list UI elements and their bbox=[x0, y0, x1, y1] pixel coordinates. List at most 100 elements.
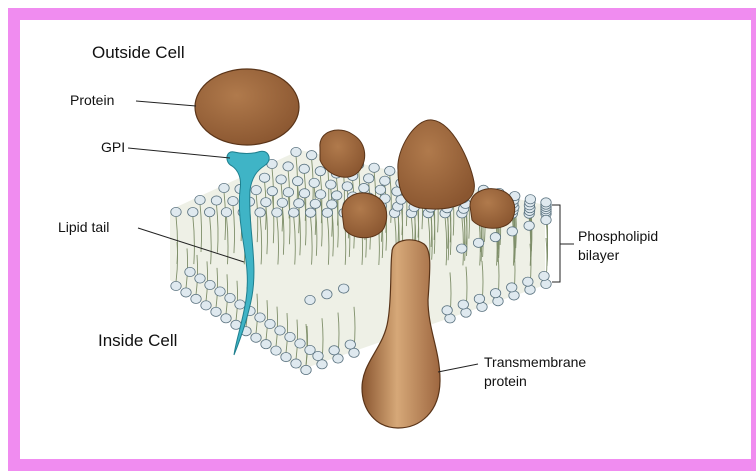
lipid-head bbox=[525, 195, 535, 204]
protein-blob-mid bbox=[342, 193, 387, 238]
lipid-head bbox=[265, 319, 275, 328]
outside-cell-label: Outside Cell bbox=[92, 44, 185, 63]
lipid-head bbox=[305, 208, 315, 217]
lipid-head bbox=[195, 195, 205, 204]
lipid-head bbox=[375, 185, 385, 194]
lipid-head bbox=[317, 360, 327, 369]
lipid-head bbox=[188, 207, 198, 216]
lipid-head bbox=[309, 178, 319, 187]
lipid-head bbox=[507, 283, 517, 292]
lipid-head bbox=[221, 208, 231, 217]
lipid-head bbox=[539, 271, 549, 280]
lipid-head bbox=[275, 326, 285, 335]
lipid-head bbox=[285, 332, 295, 341]
lipid-head bbox=[349, 348, 359, 357]
lipid-head bbox=[490, 233, 500, 242]
lipid-head bbox=[457, 244, 467, 253]
lipid-head bbox=[271, 346, 281, 355]
lipid-head bbox=[345, 340, 355, 349]
phospholipid-label: Phospholipid bbox=[578, 229, 658, 244]
lipid-head bbox=[333, 354, 343, 363]
lipid-head bbox=[507, 227, 517, 236]
lipid-head bbox=[261, 198, 271, 207]
lipid-head bbox=[474, 294, 484, 303]
lipid-head bbox=[255, 208, 265, 217]
lipid-head bbox=[342, 182, 352, 191]
protein-label: Protein bbox=[70, 93, 114, 108]
lipid-head bbox=[339, 284, 349, 293]
lipid-head bbox=[251, 186, 261, 195]
lipid-head bbox=[171, 281, 181, 290]
lipid-head bbox=[295, 339, 305, 348]
lipid-head bbox=[204, 208, 214, 217]
protein-blob-right bbox=[470, 189, 515, 228]
lipid-head bbox=[305, 295, 315, 304]
lipid-head bbox=[251, 333, 261, 342]
lipid-head bbox=[306, 151, 316, 160]
lipid-head bbox=[369, 163, 379, 172]
lipid-head bbox=[291, 359, 301, 368]
lipid-head bbox=[211, 307, 221, 316]
lipid-head bbox=[201, 301, 211, 310]
lipid-head bbox=[327, 200, 337, 209]
lipid-head bbox=[490, 289, 500, 298]
lipid-head bbox=[322, 208, 332, 217]
lipid-head bbox=[380, 176, 390, 185]
protein-blob-left bbox=[320, 130, 365, 177]
lipid-head bbox=[322, 290, 332, 299]
lipid-head bbox=[211, 196, 221, 205]
lipid-head bbox=[359, 183, 369, 192]
lipid-head bbox=[255, 313, 265, 322]
lipid-head bbox=[215, 287, 225, 296]
lipid-head bbox=[313, 351, 323, 360]
lipid-head bbox=[315, 167, 325, 176]
lipid-head bbox=[219, 183, 229, 192]
lipid-head bbox=[299, 189, 309, 198]
lipid-head bbox=[259, 173, 269, 182]
lipid-head bbox=[276, 175, 286, 184]
lipid-head bbox=[326, 180, 336, 189]
lipid-head bbox=[385, 166, 395, 175]
lipid-head bbox=[524, 221, 534, 230]
lipid-head bbox=[301, 365, 311, 374]
lipid-head bbox=[267, 187, 277, 196]
lipid-head bbox=[442, 306, 452, 315]
lipid-head bbox=[289, 208, 299, 217]
transmembrane-protein-label: protein bbox=[484, 374, 527, 389]
lipid-head bbox=[283, 188, 293, 197]
bilayer-body bbox=[170, 150, 545, 370]
lipid-head bbox=[364, 174, 374, 183]
lipid-head bbox=[277, 198, 287, 207]
lipid-head bbox=[299, 164, 309, 173]
lipid-head bbox=[171, 207, 181, 216]
lipid-head bbox=[294, 199, 304, 208]
lipid-head bbox=[195, 274, 205, 283]
gpi-label: GPI bbox=[101, 140, 125, 155]
lipid-head bbox=[332, 191, 342, 200]
lipid-head bbox=[310, 199, 320, 208]
lipid-head bbox=[291, 147, 301, 156]
lipid-head bbox=[281, 352, 291, 361]
inside-cell-label: Inside Cell bbox=[98, 332, 177, 351]
lipid-head bbox=[228, 196, 238, 205]
lipid-tail-label: Lipid tail bbox=[58, 220, 109, 235]
lipid-head bbox=[315, 190, 325, 199]
lipid-head bbox=[283, 162, 293, 171]
lipid-head bbox=[458, 300, 468, 309]
lipid-head bbox=[235, 300, 245, 309]
lipid-head bbox=[329, 346, 339, 355]
lipid-head bbox=[205, 280, 215, 289]
lipid-head bbox=[225, 293, 235, 302]
lipid-head bbox=[261, 340, 271, 349]
lipid-head bbox=[221, 314, 231, 323]
lipid-head bbox=[473, 238, 483, 247]
lipid-head bbox=[272, 208, 282, 217]
lipid-head bbox=[292, 177, 302, 186]
transmembrane-label: Transmembrane bbox=[484, 355, 586, 370]
protein-blob-large bbox=[398, 120, 475, 209]
lipid-head bbox=[523, 277, 533, 286]
bilayer-label: bilayer bbox=[578, 248, 619, 263]
lipid-head bbox=[541, 198, 551, 207]
lipid-head bbox=[185, 267, 195, 276]
